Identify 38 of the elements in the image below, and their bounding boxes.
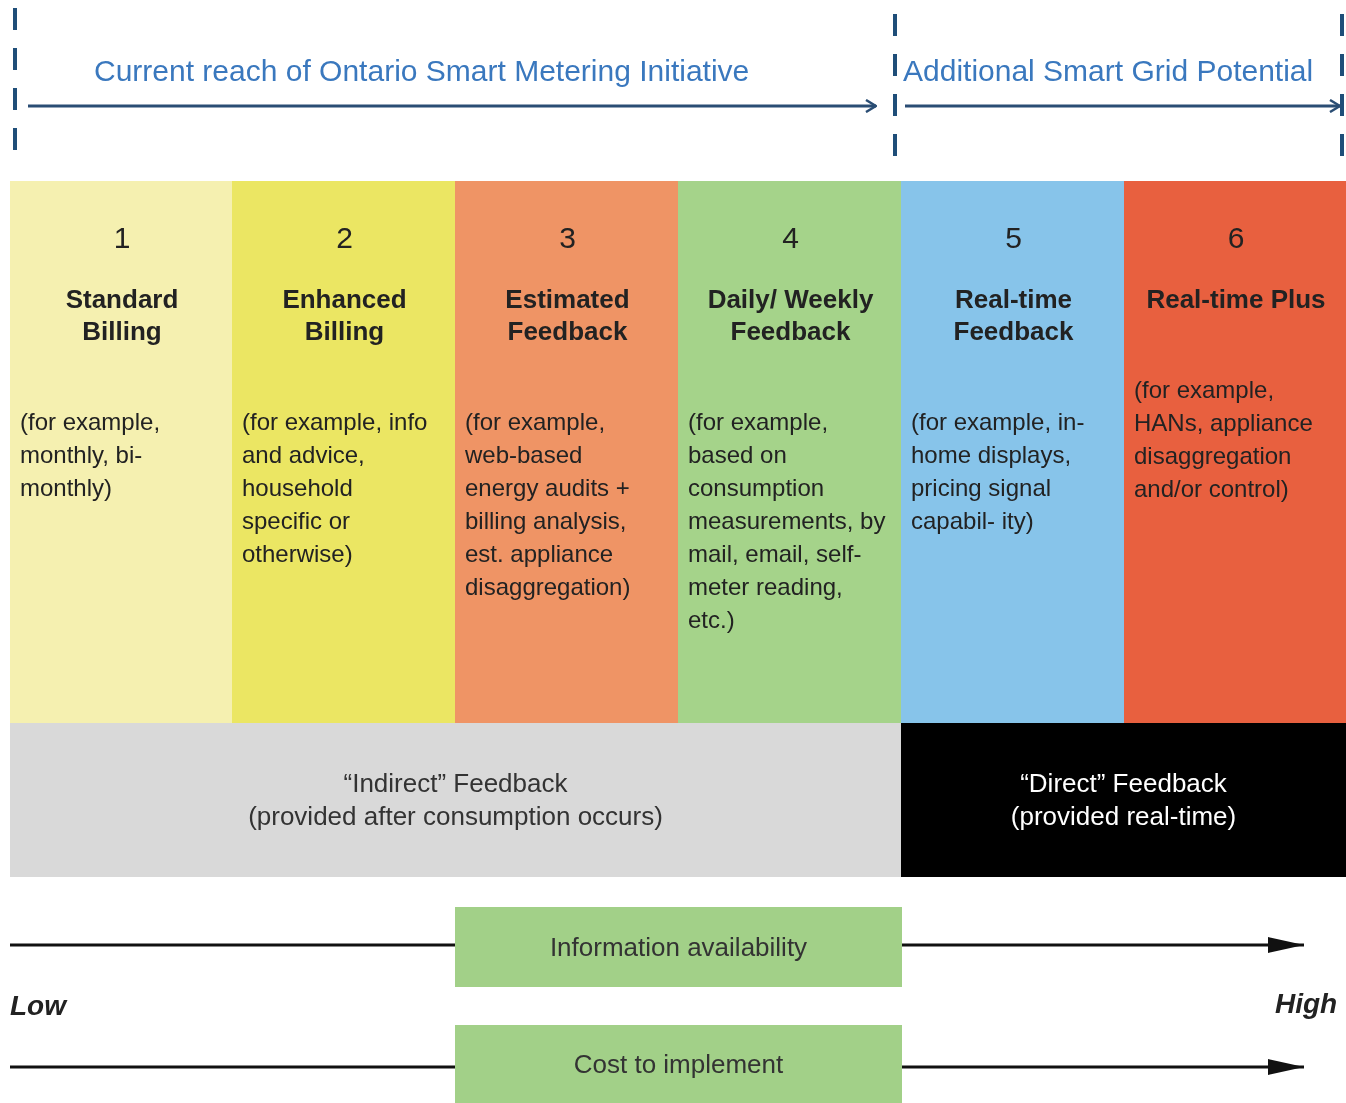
stage-description: (for example, web-based energy audits + billing analysis, est. appliance disaggregation)	[465, 407, 632, 602]
stage-description: (for example, HANs, appliance disaggregation and/or control)	[1134, 375, 1314, 504]
axis-label-box	[455, 1025, 902, 1103]
band-title: “Indirect” Feedback	[343, 767, 568, 800]
stage-title: Real-time Feedback	[952, 283, 1075, 347]
stage-title: Estimated Feedback	[504, 283, 631, 347]
stage-title: Enhanced Billing	[281, 283, 408, 347]
stage-description: (for example, info and advice, household specific or otherwise)	[242, 407, 429, 569]
stage-description: (for example, in-home displays, pricing signal capabil- ity)	[911, 407, 1086, 536]
stage-number: 5	[1005, 221, 1022, 255]
stage-title: Real-time Plus	[1146, 283, 1326, 315]
stage-number: 4	[782, 221, 799, 255]
stage-title: Standard Billing	[64, 283, 180, 347]
band-subtitle: (provided after consumption occurs)	[248, 800, 663, 833]
stage-number: 3	[559, 221, 576, 255]
feedback-band	[901, 723, 1346, 877]
stage-column	[1124, 181, 1346, 723]
stage-description: (for example, monthly, bi-monthly)	[20, 407, 162, 503]
stage-column	[901, 181, 1124, 723]
stage-number: 6	[1227, 221, 1245, 255]
potential-heading: Additional Smart Grid Potential	[903, 54, 1314, 88]
axis-label: Information availability	[549, 931, 808, 963]
stage-column	[678, 181, 901, 723]
band-title: “Direct” Feedback	[1020, 767, 1227, 800]
feedback-band	[10, 723, 901, 877]
initiative-heading: Current reach of Ontario Smart Metering Initiative	[94, 54, 750, 88]
stage-number: 2	[336, 221, 353, 255]
stage-column	[232, 181, 455, 723]
band-subtitle: (provided real-time)	[1010, 800, 1237, 833]
stage-description: (for example, based on consumption measurements, by mail, email, self-meter reading, etc.)	[688, 407, 887, 635]
axis-label-box	[455, 907, 902, 987]
scale-low-label: Low	[10, 990, 66, 1022]
stage-title: Daily/ Weekly Feedback	[706, 283, 875, 347]
stage-number: 1	[113, 221, 131, 255]
axis-label: Cost to implement	[573, 1048, 784, 1080]
stage-column	[455, 181, 678, 723]
stage-column	[10, 181, 232, 723]
scale-high-label: High	[1275, 988, 1338, 1020]
